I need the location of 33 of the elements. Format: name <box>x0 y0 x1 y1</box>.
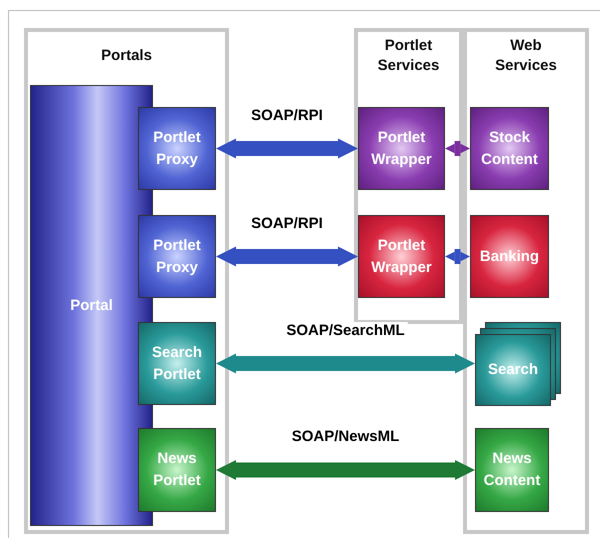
box-label: News Content <box>482 449 542 491</box>
service-box <box>138 107 216 190</box>
box-label: Portal <box>69 296 114 316</box>
double-arrow <box>216 138 358 158</box>
service-box <box>138 215 216 298</box>
portal-panel <box>30 85 153 526</box>
group-heading: Portals <box>100 46 153 66</box>
service-box <box>470 107 549 190</box>
double-arrow <box>445 141 470 156</box>
double-arrow <box>445 249 470 264</box>
box-label: Portlet Wrapper <box>370 128 433 170</box>
service-box <box>138 322 216 405</box>
group-heading: Web Services <box>494 36 558 76</box>
box-label: Portlet Wrapper <box>370 236 433 278</box>
box-label: Stock Content <box>480 128 539 170</box>
service-box <box>470 215 549 298</box>
box-label: Search <box>486 360 540 380</box>
service-box <box>358 107 445 190</box>
group-heading: Portlet Services <box>376 36 440 76</box>
service-box <box>358 215 445 298</box>
box-label: Portlet Proxy <box>152 128 202 170</box>
double-arrow <box>216 460 475 480</box>
double-arrow <box>216 246 358 266</box>
box-label: Portlet Proxy <box>152 236 202 278</box>
stacked-box <box>475 322 561 406</box>
box-label: News Portlet <box>152 449 202 491</box>
group-panel <box>354 28 463 324</box>
double-arrow <box>216 354 475 374</box>
box-label: Search Portlet <box>150 342 204 384</box>
group-panel <box>463 28 589 534</box>
service-box <box>475 428 549 512</box>
group-panel <box>24 28 229 534</box>
service-box <box>138 428 216 512</box>
